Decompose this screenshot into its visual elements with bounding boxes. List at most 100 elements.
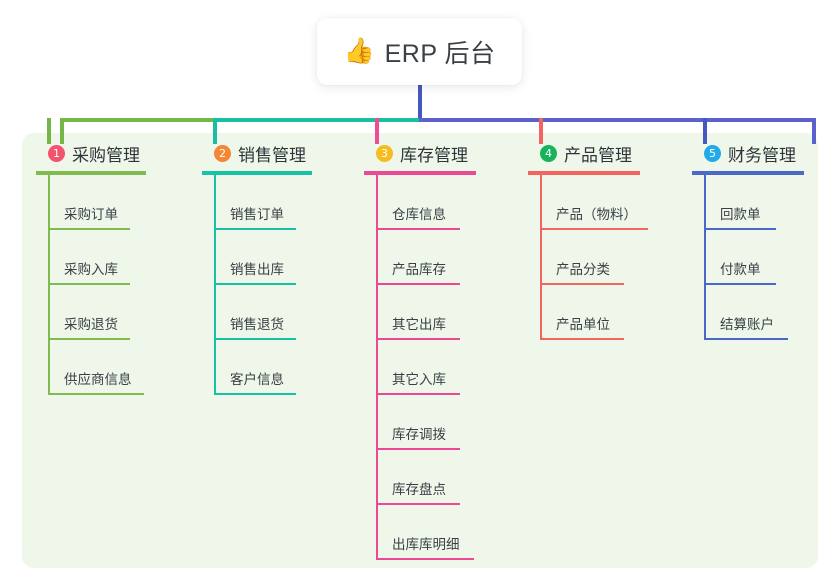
elbow-right: [812, 118, 816, 144]
root-node-card[interactable]: 👍 ERP 后台: [317, 18, 522, 85]
branch-title-inventory: 库存管理: [400, 145, 468, 165]
branch-header-finance[interactable]: 5 财务管理: [692, 140, 804, 166]
leaf-item[interactable]: 销售订单: [202, 175, 312, 230]
leaf-item[interactable]: 库存盘点: [364, 450, 476, 505]
leaf-item-label: 其它入库: [392, 372, 446, 387]
branch-number-badge: 4: [540, 144, 557, 162]
leaf-item[interactable]: 产品库存: [364, 230, 476, 285]
leaf-item-underline: [376, 448, 460, 450]
leaf-item-label: 供应商信息: [64, 372, 132, 387]
branch-underline-purchase: [36, 171, 146, 175]
leaf-item[interactable]: 回款单: [692, 175, 804, 230]
leaf-item[interactable]: 其它入库: [364, 340, 476, 395]
leaf-item-underline: [48, 338, 130, 340]
leaf-item-label: 回款单: [720, 207, 761, 222]
branch-column-sales: 2 销售管理销售订单销售出库销售退货客户信息: [202, 140, 312, 395]
leaf-item-label: 客户信息: [230, 372, 284, 387]
leaf-item-label: 产品分类: [556, 262, 610, 277]
branch-trunk-product: [540, 175, 542, 340]
leaf-item[interactable]: 产品分类: [528, 230, 648, 285]
leaf-item[interactable]: 产品（物料）: [528, 175, 648, 230]
leaf-item-label: 出库库明细: [392, 537, 460, 552]
drop-sales: [213, 118, 217, 144]
leaf-item-label: 结算账户: [720, 317, 774, 332]
leaf-item-underline: [48, 283, 130, 285]
branch-header-product[interactable]: 4 产品管理: [528, 140, 648, 166]
branch-title-sales: 销售管理: [238, 145, 306, 165]
drop-purchase: [47, 118, 51, 144]
branch-title-purchase: 采购管理: [72, 145, 140, 165]
leaf-item[interactable]: 采购退货: [36, 285, 146, 340]
leaf-item-underline: [704, 283, 776, 285]
leaf-item[interactable]: 销售出库: [202, 230, 312, 285]
branch-number-badge: 5: [704, 144, 721, 162]
leaf-item-underline: [48, 393, 144, 395]
leaf-item-underline: [214, 228, 296, 230]
leaf-item-underline: [540, 283, 624, 285]
leaf-item-underline: [376, 338, 460, 340]
leaf-item[interactable]: 供应商信息: [36, 340, 146, 395]
leaf-item-underline: [376, 558, 474, 560]
leaf-item[interactable]: 付款单: [692, 230, 804, 285]
leaf-item[interactable]: 结算账户: [692, 285, 804, 340]
branch-number-badge: 3: [376, 144, 393, 162]
branch-column-purchase: 1 采购管理采购订单采购入库采购退货供应商信息: [36, 140, 146, 395]
connector-bar-teal: [214, 118, 421, 122]
branch-number-badge: 2: [214, 144, 231, 162]
leaf-item[interactable]: 采购入库: [36, 230, 146, 285]
leaf-item-label: 采购退货: [64, 317, 118, 332]
leaf-item[interactable]: 销售退货: [202, 285, 312, 340]
leaf-item-underline: [376, 283, 460, 285]
leaf-item-underline: [214, 393, 296, 395]
leaf-item-underline: [540, 338, 624, 340]
leaf-item-label: 产品（物料）: [556, 207, 637, 222]
leaf-item-underline: [214, 283, 296, 285]
leaf-list-inventory: 仓库信息产品库存其它出库其它入库库存调拨库存盘点出库库明细: [364, 175, 476, 560]
leaf-item[interactable]: 仓库信息: [364, 175, 476, 230]
drop-product: [539, 118, 543, 144]
branch-title-product: 产品管理: [564, 145, 632, 165]
leaf-item-label: 采购订单: [64, 207, 118, 222]
branch-title-finance: 财务管理: [728, 145, 796, 165]
branch-underline-product: [528, 171, 640, 175]
branch-underline-sales: [202, 171, 312, 175]
leaf-item-label: 仓库信息: [392, 207, 446, 222]
branch-header-purchase[interactable]: 1 采购管理: [36, 140, 146, 166]
leaf-item[interactable]: 产品单位: [528, 285, 648, 340]
branch-trunk-purchase: [48, 175, 50, 395]
leaf-item-label: 库存调拨: [392, 427, 446, 442]
leaf-list-purchase: 采购订单采购入库采购退货供应商信息: [36, 175, 146, 395]
branch-underline-finance: [692, 171, 804, 175]
leaf-item-label: 销售退货: [230, 317, 284, 332]
leaf-item[interactable]: 采购订单: [36, 175, 146, 230]
leaf-list-finance: 回款单付款单结算账户: [692, 175, 804, 340]
leaf-item-underline: [214, 338, 296, 340]
branch-column-product: 4 产品管理产品（物料） 产品分类产品单位: [528, 140, 648, 340]
leaf-list-product: 产品（物料） 产品分类产品单位: [528, 175, 648, 340]
thumbs-up-icon: 👍: [343, 37, 375, 65]
root-stem: [418, 85, 422, 122]
leaf-item[interactable]: 库存调拨: [364, 395, 476, 450]
leaf-item-underline: [48, 228, 130, 230]
leaf-item-underline: [376, 503, 460, 505]
leaf-item-underline: [376, 393, 460, 395]
branch-header-sales[interactable]: 2 销售管理: [202, 140, 312, 166]
branch-number-badge: 1: [48, 144, 65, 162]
branch-column-finance: 5 财务管理回款单付款单结算账户: [692, 140, 804, 340]
connector-bar-green: [60, 118, 216, 122]
leaf-item-underline: [376, 228, 460, 230]
leaf-item[interactable]: 出库库明细: [364, 505, 476, 560]
mindmap-panel: [22, 133, 818, 568]
branch-trunk-finance: [704, 175, 706, 340]
leaf-item[interactable]: 其它出库: [364, 285, 476, 340]
drop-inventory: [375, 118, 379, 144]
branch-header-inventory[interactable]: 3 库存管理: [364, 140, 476, 166]
leaf-item-label: 付款单: [720, 262, 761, 277]
branch-trunk-sales: [214, 175, 216, 395]
leaf-item-underline: [540, 228, 648, 230]
root-node-title: ERP 后台: [384, 39, 496, 68]
leaf-item-underline: [704, 228, 776, 230]
leaf-item-underline: [704, 338, 788, 340]
leaf-item[interactable]: 客户信息: [202, 340, 312, 395]
leaf-item-label: 库存盘点: [392, 482, 446, 497]
